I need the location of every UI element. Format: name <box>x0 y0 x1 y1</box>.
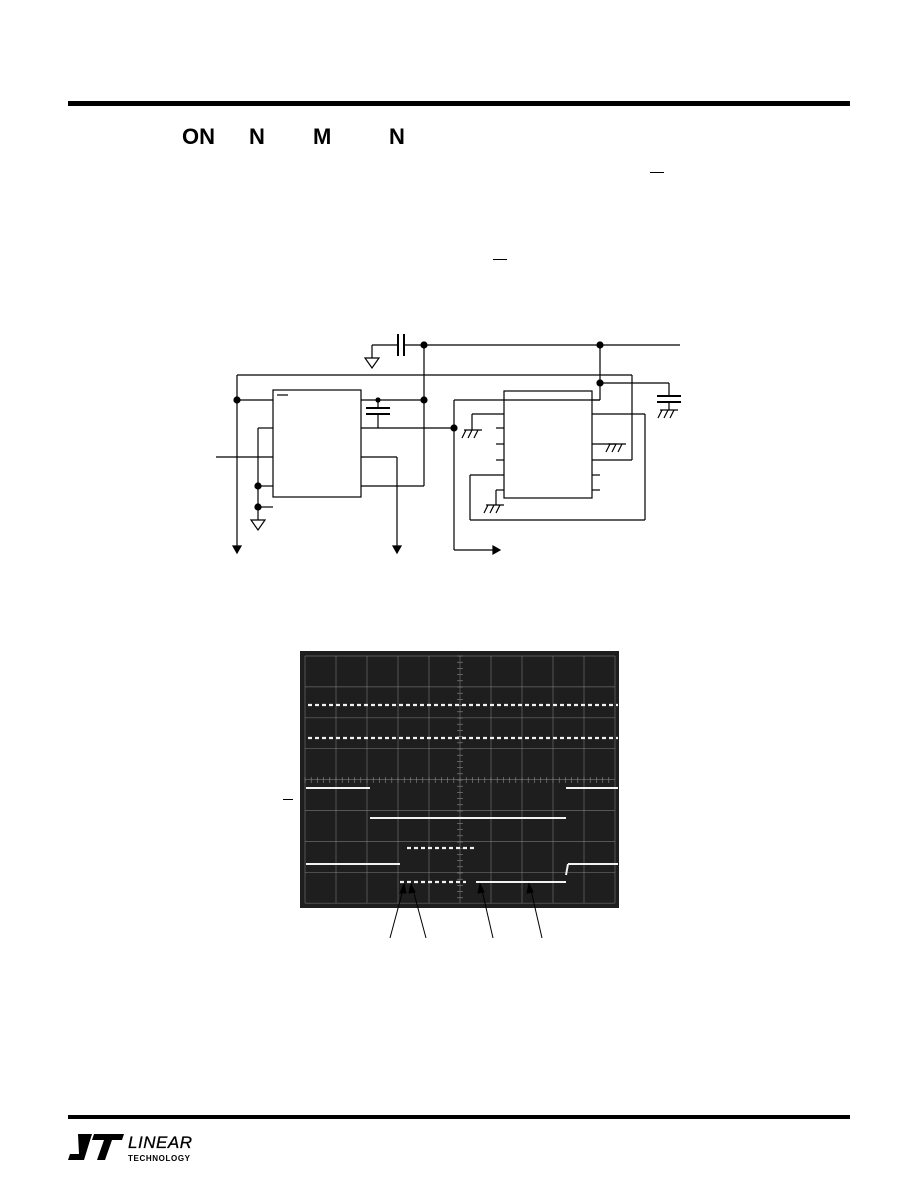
right-ic-chip <box>503 390 593 499</box>
input-capacitor <box>371 334 680 358</box>
ground-icon <box>605 443 626 453</box>
ground-icon <box>249 519 267 532</box>
bottom-rule <box>68 1115 850 1119</box>
output-capacitor <box>657 383 681 410</box>
arrow-icon <box>492 544 502 556</box>
company-logo[interactable]: LINEAR TECHNOLOGY <box>68 1130 198 1166</box>
arrow-icon <box>526 882 534 894</box>
heading-fragment-2: N <box>249 124 265 149</box>
logo-brand-top: LINEAR <box>128 1133 192 1152</box>
scope-graticule <box>304 655 616 904</box>
left-ic-chip <box>272 389 362 498</box>
overbar-mark <box>650 172 664 173</box>
ground-icon <box>461 429 482 439</box>
schematic-diagram <box>216 334 681 556</box>
ground-icon <box>483 504 504 514</box>
ground-icon <box>657 409 678 419</box>
top-rule <box>68 101 850 106</box>
bypass-capacitor <box>366 400 390 428</box>
overbar-mark <box>493 259 507 260</box>
scope-waveforms <box>306 703 618 884</box>
arrow-icon <box>231 545 243 555</box>
lt-logo-icon <box>68 1134 124 1160</box>
logo-brand-bottom: TECHNOLOGY <box>128 1154 191 1163</box>
heading-fragment-4: N <box>389 124 405 149</box>
junction-dot <box>254 503 262 511</box>
overbar-mark <box>283 799 293 800</box>
arrow-icon <box>408 882 416 894</box>
junction-dot <box>596 341 604 349</box>
junction-dot <box>254 482 262 490</box>
arrow-icon <box>399 882 407 894</box>
heading-fragment-1: ON <box>182 124 215 149</box>
ground-icon <box>363 357 381 370</box>
arrow-icon <box>391 545 403 555</box>
scope-traces <box>304 655 618 904</box>
callout-arrows <box>389 882 543 939</box>
arrow-icon <box>477 882 485 894</box>
heading-fragment-3: M <box>313 124 332 149</box>
oscilloscope-photo <box>300 651 619 908</box>
